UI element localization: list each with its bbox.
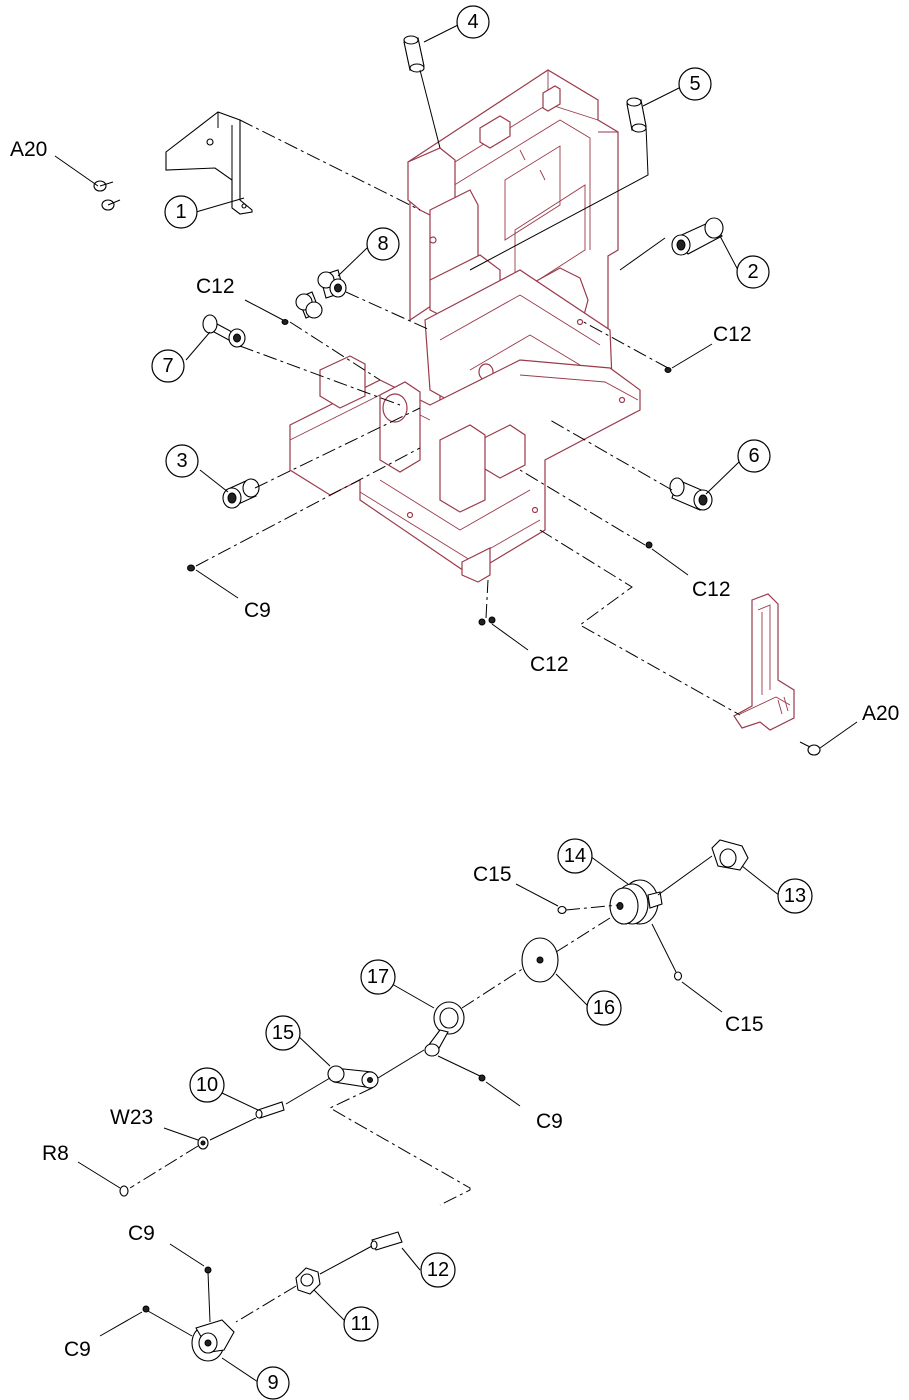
label-c9-low1: C9 [128, 1222, 155, 1245]
part-12-pin [370, 1231, 403, 1251]
screw-a20-left [93, 180, 121, 211]
callout-4: 4 [456, 5, 490, 39]
washer-w23 [197, 1136, 209, 1150]
upper-callout-leaders [54, 24, 858, 749]
callout-10: 10 [189, 1067, 225, 1103]
callout-11: 11 [343, 1306, 379, 1342]
svg-text:14: 14 [564, 845, 586, 867]
callout-3: 3 [165, 444, 199, 478]
callout-6: 6 [737, 439, 771, 473]
svg-text:8: 8 [377, 233, 388, 255]
label-c12-bottom: C12 [530, 653, 569, 676]
label-r8: R8 [42, 1142, 69, 1165]
main-frame [289, 69, 641, 583]
set-screw-c9-upper [187, 564, 195, 572]
svg-text:10: 10 [196, 1074, 218, 1096]
svg-text:16: 16 [593, 997, 615, 1019]
label-a20-right: A20 [862, 702, 899, 725]
svg-text:4: 4 [467, 11, 478, 33]
label-c9-upper: C9 [244, 599, 271, 622]
callout-2: 2 [736, 255, 770, 289]
part-5-pin [626, 97, 647, 133]
label-c12-mid: C12 [692, 578, 731, 601]
label-c15-right: C15 [725, 1013, 764, 1036]
lower-callout-leaders [77, 855, 781, 1383]
part-16-washer [521, 937, 559, 983]
part-4-pin [403, 35, 425, 73]
svg-text:5: 5 [689, 73, 700, 95]
screw-a20-right [799, 741, 821, 756]
label-c15-left: C15 [473, 863, 512, 886]
part-11-nut [295, 1267, 321, 1295]
part-8-bushing-pair [295, 269, 347, 319]
callout-14: 14 [557, 838, 593, 874]
callout-8: 8 [366, 227, 400, 261]
svg-text:15: 15 [272, 1022, 294, 1044]
svg-text:11: 11 [351, 1313, 372, 1335]
svg-text:13: 13 [784, 885, 806, 907]
part-13-square-nut [711, 839, 749, 871]
callout-7: 7 [151, 349, 185, 383]
callout-17: 17 [360, 959, 396, 995]
callout-12: 12 [420, 1252, 456, 1288]
lower-leader-lines [129, 855, 713, 1337]
callout-9: 9 [256, 1366, 290, 1400]
label-a20-left: A20 [10, 138, 47, 161]
svg-text:2: 2 [747, 261, 758, 283]
part-17-crank [424, 1001, 465, 1057]
svg-text:12: 12 [427, 1259, 449, 1281]
part-1-bracket [165, 111, 253, 215]
svg-text:6: 6 [748, 445, 759, 467]
part-3-bushing [222, 478, 260, 509]
sensor-bracket-right [733, 593, 795, 731]
part-9-collar [191, 1319, 235, 1362]
svg-text:9: 9 [267, 1372, 278, 1394]
callout-1: 1 [164, 195, 198, 229]
part-6-bushing [669, 477, 713, 511]
part-10-pin [255, 1101, 285, 1119]
upper-leader-lines [195, 69, 741, 716]
label-w23: W23 [110, 1106, 153, 1129]
callout-13: 13 [777, 878, 813, 914]
label-c9-mid: C9 [536, 1110, 563, 1133]
callout-5: 5 [678, 67, 712, 101]
set-screws-c9-lower [142, 1074, 486, 1313]
svg-text:7: 7 [162, 355, 173, 377]
set-screws-c12 [281, 319, 672, 626]
label-c12-top: C12 [196, 275, 235, 298]
label-c9-low2: C9 [64, 1338, 91, 1361]
part-2-bushing [671, 217, 724, 256]
part-14-pulley [609, 879, 663, 925]
part-15-link [327, 1065, 379, 1089]
part-7-bushing [202, 314, 246, 348]
svg-text:3: 3 [176, 450, 187, 472]
svg-text:1: 1 [175, 201, 186, 223]
label-c12-right: C12 [713, 323, 752, 346]
svg-text:17: 17 [367, 966, 389, 988]
callout-15: 15 [265, 1015, 301, 1051]
callout-16: 16 [586, 990, 622, 1026]
retaining-ring-r8 [119, 1185, 129, 1197]
